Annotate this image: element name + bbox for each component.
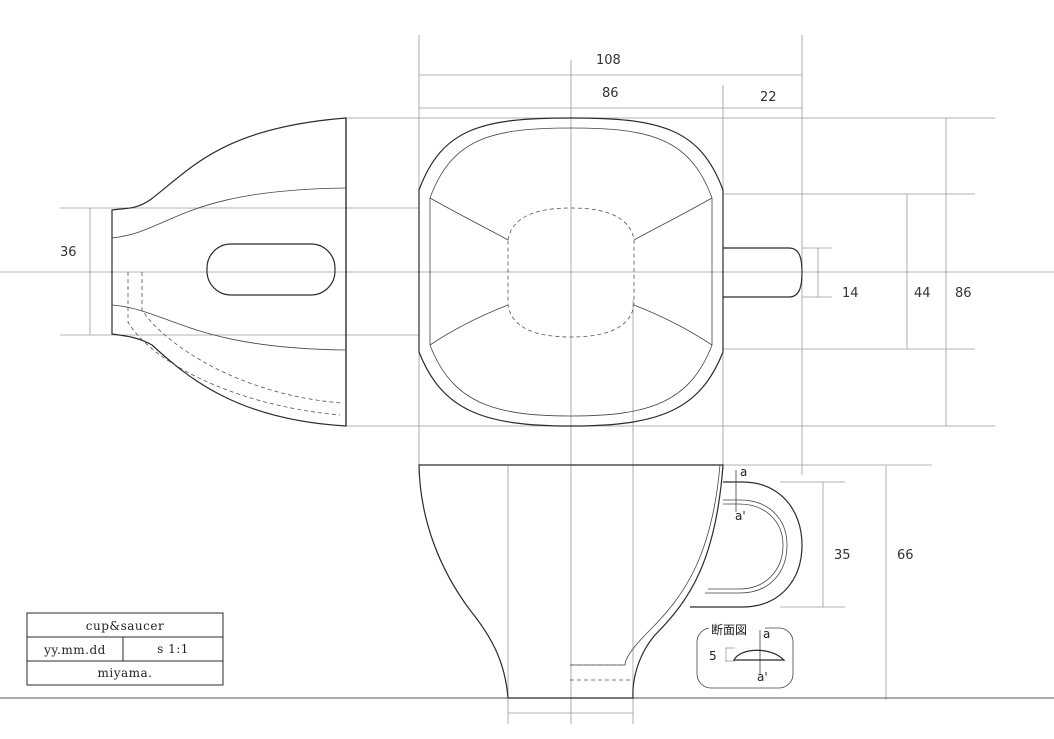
dimension-cup-height: 66 <box>897 548 914 563</box>
dimension-overall-width: 108 <box>596 53 621 68</box>
title-block: cup&saucer yy.mm.dd s 1:1 miyama. <box>26 612 224 686</box>
side-handle-slot <box>206 243 336 296</box>
section-title: 断面図 <box>711 622 747 637</box>
side-view <box>111 117 347 427</box>
section-mark-a: a <box>740 465 747 479</box>
section-detail: 断面図 a 5 a' <box>696 622 794 689</box>
dimension-handle-height: 35 <box>834 548 851 563</box>
section-mark-a-prime: a' <box>735 509 746 523</box>
title-block-date: yy.mm.dd <box>43 643 106 657</box>
dimension-handle-width: 22 <box>760 90 777 105</box>
title-block-scale: s 1:1 <box>157 642 189 656</box>
dimension-cup-width: 86 <box>602 86 619 101</box>
dimension-inner-height: 44 <box>914 286 931 301</box>
dimension-lines <box>89 74 947 607</box>
dimension-handle-thickness: 14 <box>842 286 859 301</box>
section-mark-a-prime-bottom: a' <box>757 670 768 684</box>
front-handle-outer <box>690 481 803 608</box>
front-handle-inner <box>705 499 788 594</box>
dimension-side-height: 36 <box>60 245 77 260</box>
front-view <box>418 464 803 699</box>
top-view <box>418 117 803 427</box>
section-mark-a-top: a <box>763 627 770 641</box>
top-handle <box>723 247 803 298</box>
title-block-author: miyama. <box>98 666 153 680</box>
dimension-cup-depth: 86 <box>955 286 972 301</box>
section-thickness: 5 <box>709 649 717 663</box>
title-block-name: cup&saucer <box>86 619 164 633</box>
